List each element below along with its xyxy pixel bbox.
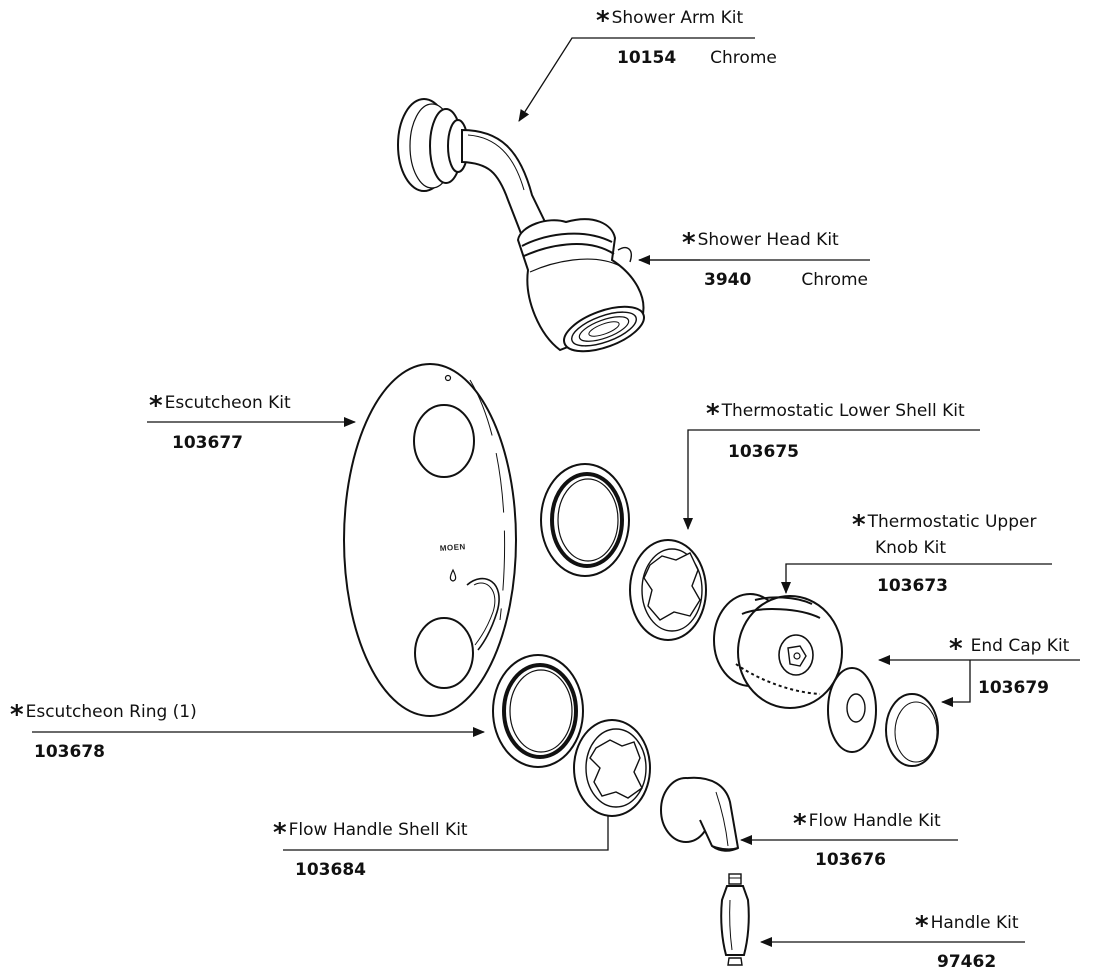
callout-upper-knob-line2: Knob Kit	[875, 538, 946, 558]
asterisk: *	[915, 911, 929, 941]
callout-escutcheon-ring: *Escutcheon Ring (1)	[10, 702, 197, 728]
callout-flow-handle: *Flow Handle Kit	[793, 811, 941, 837]
callout-flow-shell: *Flow Handle Shell Kit	[273, 820, 468, 846]
callout-escutcheon-ring-part: 103678	[34, 742, 105, 762]
shower-head-drawing	[516, 218, 645, 353]
shower-arm-drawing	[397, 98, 550, 238]
callout-shower-arm: *Shower Arm Kit	[596, 8, 743, 34]
callout-lower-shell: *Thermostatic Lower Shell Kit	[706, 401, 965, 427]
callout-flow-shell-part: 103684	[295, 860, 366, 880]
shower-arm-part-number: 10154	[617, 48, 677, 68]
callout-shower-arm-part: 10154 Chrome	[617, 48, 777, 68]
asterisk: *	[596, 6, 610, 36]
end-cap-drawing	[827, 667, 939, 767]
escutcheon-label: Escutcheon Kit	[164, 393, 291, 413]
flow-shell-label: Flow Handle Shell Kit	[288, 820, 468, 840]
escutcheon-plate-drawing: MOEN	[343, 363, 517, 717]
leader-upper-knob	[781, 563, 1052, 594]
asterisk: *	[273, 818, 287, 848]
shower-head-finish: Chrome	[801, 270, 869, 290]
callout-upper-knob: *Thermostatic Upper	[852, 512, 1036, 538]
escutcheon-ring-label: Escutcheon Ring (1)	[25, 702, 197, 722]
upper-knob-label-line1: Thermostatic Upper	[867, 512, 1037, 532]
brand-mark: MOEN	[440, 542, 467, 553]
asterisk: *	[793, 809, 807, 839]
thermostatic-lower-shell-drawing	[629, 539, 707, 641]
lower-shell-part-number: 103675	[728, 442, 799, 462]
callout-shower-head-part: 3940 Chrome	[704, 270, 868, 290]
upper-escutcheon-ring-drawing	[540, 463, 630, 577]
callout-handle: *Handle Kit	[915, 913, 1019, 939]
flow-handle-shell-drawing	[573, 719, 651, 817]
flow-handle-label: Flow Handle Kit	[808, 811, 941, 831]
flow-handle-part-number: 103676	[815, 850, 886, 870]
shower-arm-label: Shower Arm Kit	[611, 8, 744, 28]
callout-handle-part: 97462	[937, 952, 996, 972]
escutcheon-part-number: 103677	[172, 433, 243, 453]
shower-arm-finish: Chrome	[710, 48, 777, 68]
flow-handle-drawing	[660, 776, 740, 852]
upper-knob-label-line2: Knob Kit	[875, 538, 947, 558]
callout-escutcheon: *Escutcheon Kit	[149, 393, 291, 419]
leader-shower-arm	[518, 37, 755, 122]
asterisk: *	[682, 228, 696, 258]
callout-flow-handle-part: 103676	[815, 850, 886, 870]
lower-escutcheon-ring-drawing	[492, 654, 584, 768]
callout-escutcheon-part: 103677	[172, 433, 243, 453]
asterisk: *	[706, 399, 720, 429]
handle-label: Handle Kit	[930, 913, 1019, 933]
callout-end-cap-part: 103679	[978, 678, 1049, 698]
callout-end-cap-title: * End Cap Kit	[949, 636, 1069, 662]
end-cap-part-number: 103679	[978, 678, 1049, 698]
asterisk: *	[949, 634, 963, 664]
handle-part-number: 97462	[937, 952, 997, 972]
lower-shell-label: Thermostatic Lower Shell Kit	[721, 401, 965, 421]
callout-shower-head: *Shower Head Kit	[682, 230, 839, 256]
shower-head-label: Shower Head Kit	[697, 230, 839, 250]
asterisk: *	[10, 700, 24, 730]
asterisk: *	[149, 391, 163, 421]
escutcheon-ring-part-number: 103678	[34, 742, 105, 762]
shower-head-part-number: 3940	[704, 270, 752, 290]
upper-knob-part-number: 103673	[877, 576, 948, 596]
flow-shell-part-number: 103684	[295, 860, 366, 880]
callout-lower-shell-part: 103675	[728, 442, 799, 462]
leader-lower-shell	[683, 429, 980, 530]
asterisk: *	[852, 510, 866, 540]
handle-lever-drawing	[720, 873, 750, 966]
leader-end-cap	[878, 655, 1080, 707]
callout-upper-knob-part: 103673	[877, 576, 948, 596]
thermostatic-upper-knob-drawing	[713, 593, 843, 709]
end-cap-label: End Cap Kit	[970, 636, 1070, 656]
